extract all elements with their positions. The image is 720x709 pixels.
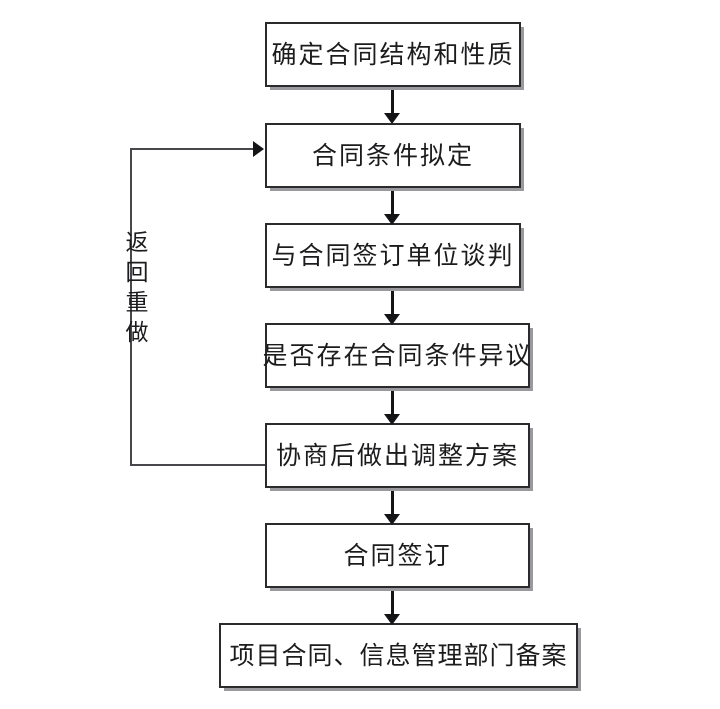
connector-n1-n2-arrowhead: [384, 113, 400, 124]
node-sign-contract[interactable]: 合同签订: [265, 523, 530, 588]
node-label: 合同签订: [343, 541, 452, 570]
node-label: 合同条件拟定: [311, 141, 474, 170]
connector-n3-n4-arrowhead: [384, 314, 400, 325]
connector-n5-n6-arrowhead: [384, 514, 400, 525]
node-negotiate-with-signing-party[interactable]: 与合同签订单位谈判: [265, 223, 521, 288]
connector-n3-n4: [391, 288, 394, 318]
node-draft-contract-terms[interactable]: 合同条件拟定: [265, 123, 521, 188]
connector-n4-n5-arrowhead: [384, 414, 400, 425]
node-adjust-plan-after-negotiation[interactable]: 协商后做出调整方案: [265, 423, 530, 488]
node-determine-contract-structure[interactable]: 确定合同结构和性质: [265, 22, 521, 87]
feedback-loop-label: 返回重做: [121, 230, 147, 350]
node-label: 与合同签订单位谈判: [271, 241, 515, 270]
connector-n4-n5: [391, 388, 394, 418]
node-file-with-info-management-dept[interactable]: 项目合同、信息管理部门备案: [219, 623, 578, 688]
feedback-loop-bottom-segment: [130, 464, 270, 466]
connector-n2-n3: [391, 188, 394, 218]
connector-n1-n2: [391, 87, 394, 117]
connector-n6-n7-arrowhead: [384, 614, 400, 625]
feedback-loop-vertical-segment: [130, 148, 132, 466]
connector-n5-n6: [391, 488, 394, 518]
node-check-contract-objections[interactable]: 是否存在合同条件异议: [262, 323, 533, 388]
connector-n6-n7: [391, 588, 394, 618]
node-label: 是否存在合同条件异议: [262, 341, 533, 370]
node-label: 项目合同、信息管理部门备案: [229, 641, 568, 670]
feedback-loop-top-segment: [130, 148, 262, 150]
feedback-loop-arrowhead: [253, 141, 264, 157]
connector-n2-n3-arrowhead: [384, 214, 400, 225]
node-label: 协商后做出调整方案: [275, 441, 519, 470]
node-label: 确定合同结构和性质: [271, 40, 515, 69]
